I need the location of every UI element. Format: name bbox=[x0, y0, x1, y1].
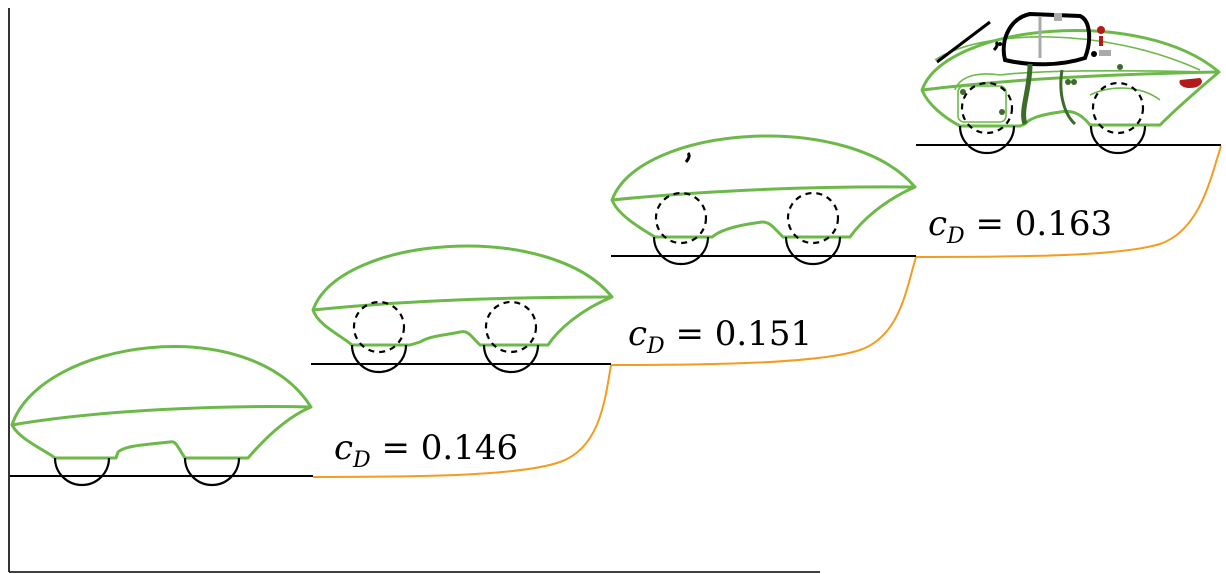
label-3-sub: D bbox=[947, 224, 965, 249]
label-1-base: c bbox=[334, 428, 354, 468]
label-2-value: 0.151 bbox=[714, 314, 813, 354]
connector-1 bbox=[312, 364, 612, 478]
drag-label-1: cD = 0.146 bbox=[334, 428, 519, 473]
drag-label-3: cD = 0.163 bbox=[928, 204, 1113, 249]
vehicle-shape-3 bbox=[610, 134, 917, 266]
label-1-sub: D bbox=[353, 448, 371, 473]
label-3-base: c bbox=[928, 204, 948, 244]
vehicle-shape-4 bbox=[920, 11, 1221, 155]
label-3-rel: = bbox=[964, 204, 1015, 244]
label-1-rel: = bbox=[370, 428, 421, 468]
vehicle-shape-2 bbox=[311, 244, 614, 374]
connector-2 bbox=[610, 256, 917, 366]
label-2-base: c bbox=[628, 314, 648, 354]
label-1-value: 0.146 bbox=[420, 428, 519, 468]
label-2-rel: = bbox=[664, 314, 715, 354]
label-2-sub: D bbox=[647, 334, 665, 359]
connector-3 bbox=[915, 145, 1222, 258]
vehicle-shape-1 bbox=[10, 345, 313, 487]
drag-label-2: cD = 0.151 bbox=[628, 314, 813, 359]
label-3-value: 0.163 bbox=[1014, 204, 1113, 244]
